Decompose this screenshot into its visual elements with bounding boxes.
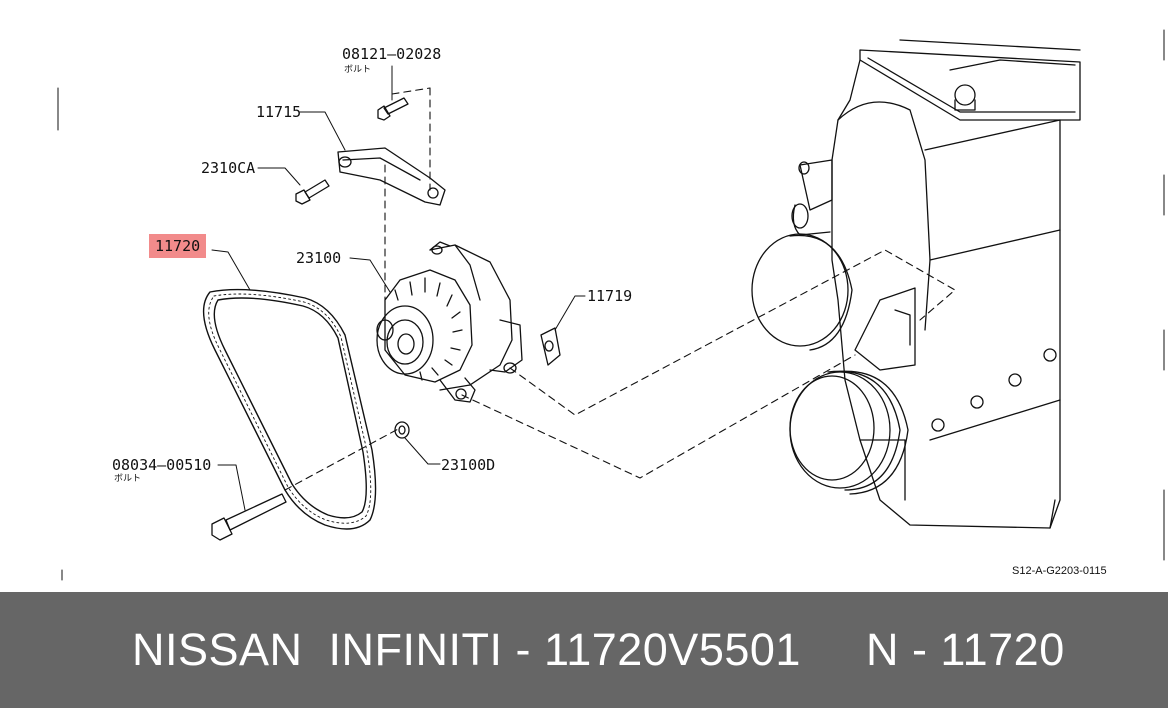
diagram-drawing [57, 29, 1165, 581]
bolt-top-drawing [377, 97, 409, 121]
part-number-caption: NISSAN INFINITI - 11720V5501 N - 11720 [132, 624, 1065, 675]
callout-washer-right: 11719 [587, 287, 633, 305]
callout-bolt-top: 08121—02028 [342, 45, 442, 63]
footer-bar: NISSAN INFINITI - 11720V5501 N - 11720 [0, 592, 1168, 708]
diagram-code: S12-A-G2203-0115 [1012, 565, 1107, 577]
dashed-leaders [284, 87, 956, 491]
edge-marks [57, 29, 1165, 581]
callout-bolt-small: 2310CA [201, 159, 256, 177]
parts-diagram: 08121—02028 ボルト 11715 2310CA 11720 23100… [57, 29, 1165, 581]
bracket-drawing [337, 147, 446, 206]
callout-belt-highlighted[interactable]: 11720 [149, 234, 207, 258]
callout-bolt-long: 08034—00510 [112, 456, 212, 474]
washer-right-drawing [540, 327, 561, 366]
alternator-drawing [376, 241, 523, 403]
engine-block [751, 39, 1081, 529]
callout-bracket: 11715 [256, 103, 302, 121]
callout-spacer: 23100D [441, 456, 496, 474]
bolt-long-drawing [211, 493, 287, 541]
bolt-small-drawing [295, 179, 330, 205]
callout-alternator: 23100 [296, 249, 342, 267]
callout-bolt-long-sub: ボルト [114, 474, 142, 484]
belt-drawing [202, 288, 377, 530]
callout-bolt-top-sub: ボルト [344, 65, 372, 75]
leader-lines [211, 65, 586, 511]
spacer-drawing [394, 421, 410, 439]
